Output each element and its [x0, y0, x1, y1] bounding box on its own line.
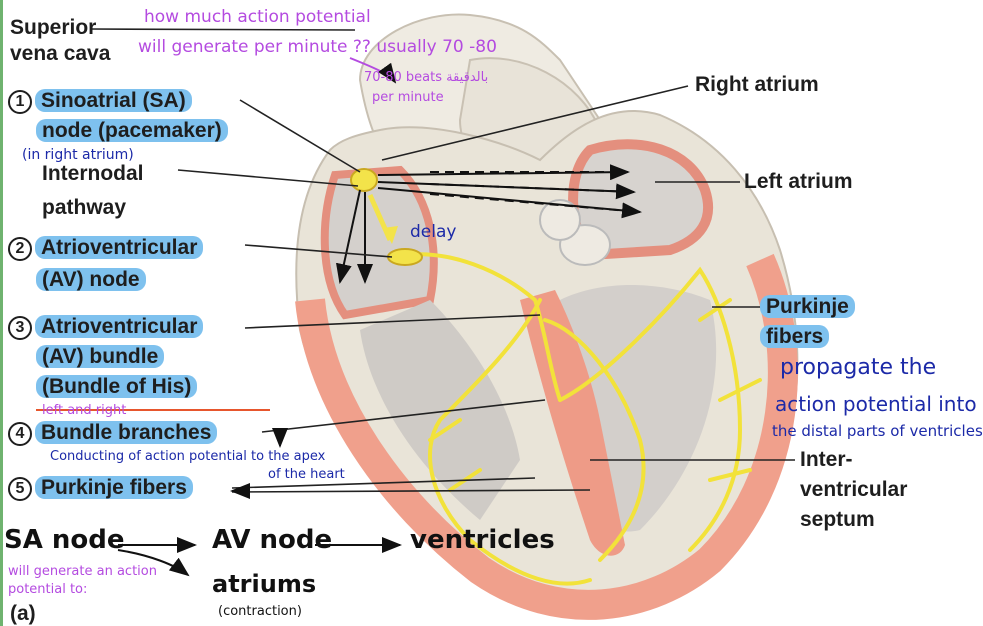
note-will-generate-action: will generate an action — [8, 564, 157, 579]
label-av-bundle-3: (Bundle of His) — [36, 375, 197, 399]
av-node-text: Atrioventricular — [35, 236, 203, 259]
note-propagate: propagate the — [780, 355, 936, 380]
label-septum-2: ventricular — [800, 478, 907, 502]
purkinje-right-text: Purkinje — [760, 295, 855, 318]
number-badge: 1 — [8, 90, 32, 114]
note-how-much: how much action potential — [144, 7, 371, 27]
note-per-minute: per minute — [372, 90, 444, 105]
label-internodal-1: Internodal — [42, 162, 144, 186]
note-of-the-heart: of the heart — [268, 467, 345, 482]
note-sa-node: SA node — [4, 525, 125, 555]
bundle-of-his-text: (Bundle of His) — [36, 375, 197, 398]
label-purkinje-right-1: Purkinje — [760, 295, 855, 319]
note-beats: 70-80 beats بالدقيقة — [364, 70, 488, 85]
note-ventricles: ventricles — [410, 525, 555, 555]
note-distal: the distal parts of ventricles — [772, 422, 983, 440]
label-superior-vena-cava-2: vena cava — [10, 42, 110, 66]
av-bundle-text-2: (AV) bundle — [36, 345, 164, 368]
av-bundle-text: Atrioventricular — [35, 315, 203, 338]
note-in-right-atrium: (in right atrium) — [22, 147, 134, 163]
note-will-generate: will generate per minute ?? usually 70 -… — [138, 37, 497, 57]
label-sa-node-2: node (pacemaker) — [36, 119, 228, 143]
av-node-text-2: (AV) node — [36, 268, 146, 291]
note-conducting: Conducting of action potential to the ap… — [50, 449, 325, 464]
label-septum-3: septum — [800, 508, 875, 532]
label-panel-a: (a) — [10, 602, 36, 626]
label-purkinje-right-2: fibers — [760, 325, 829, 349]
label-right-atrium: Right atrium — [695, 73, 819, 97]
purkinje-fibers-text: Purkinje fibers — [35, 476, 193, 499]
label-septum-1: Inter- — [800, 448, 853, 472]
note-delay: delay — [410, 222, 456, 242]
number-badge: 2 — [8, 237, 32, 261]
note-potential-to: potential to: — [8, 582, 87, 597]
note-action-potential: action potential into — [775, 392, 977, 416]
number-badge: 3 — [8, 316, 32, 340]
note-av-node: AV node — [212, 525, 332, 555]
sa-node-text: Sinoatrial (SA) — [35, 89, 192, 112]
note-atriums: atriums — [212, 570, 316, 598]
number-badge: 4 — [8, 422, 32, 446]
label-av-bundle-2: (AV) bundle — [36, 345, 164, 369]
label-av-node-2: (AV) node — [36, 268, 146, 292]
pacemaker-text: node (pacemaker) — [36, 119, 228, 142]
label-superior-vena-cava-1: Superior — [10, 16, 96, 40]
note-left-and-right: left and right — [42, 403, 126, 418]
bundle-branches-text: Bundle branches — [35, 421, 217, 444]
label-left-atrium: Left atrium — [744, 170, 853, 194]
note-contraction: (contraction) — [218, 604, 302, 619]
label-internodal-2: pathway — [42, 196, 126, 220]
number-badge: 5 — [8, 477, 32, 501]
fibers-right-text: fibers — [760, 325, 829, 348]
